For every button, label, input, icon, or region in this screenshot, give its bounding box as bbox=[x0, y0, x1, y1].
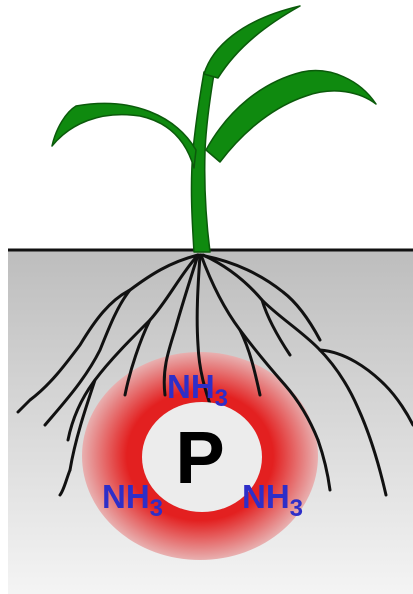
leaf-right bbox=[206, 71, 376, 162]
leaf-upper-right bbox=[204, 6, 300, 78]
leaf-left bbox=[52, 103, 196, 168]
nh3-right-sub: 3 bbox=[290, 495, 303, 522]
nh3-right-main: NH bbox=[242, 478, 290, 515]
nh3-left-sub: 3 bbox=[150, 495, 163, 522]
phosphorus-label: P bbox=[175, 416, 224, 499]
nh3-top-main: NH bbox=[167, 368, 215, 405]
plant-shoot bbox=[52, 6, 376, 252]
nh3-top-sub: 3 bbox=[215, 385, 228, 412]
nh3-left-main: NH bbox=[102, 478, 150, 515]
